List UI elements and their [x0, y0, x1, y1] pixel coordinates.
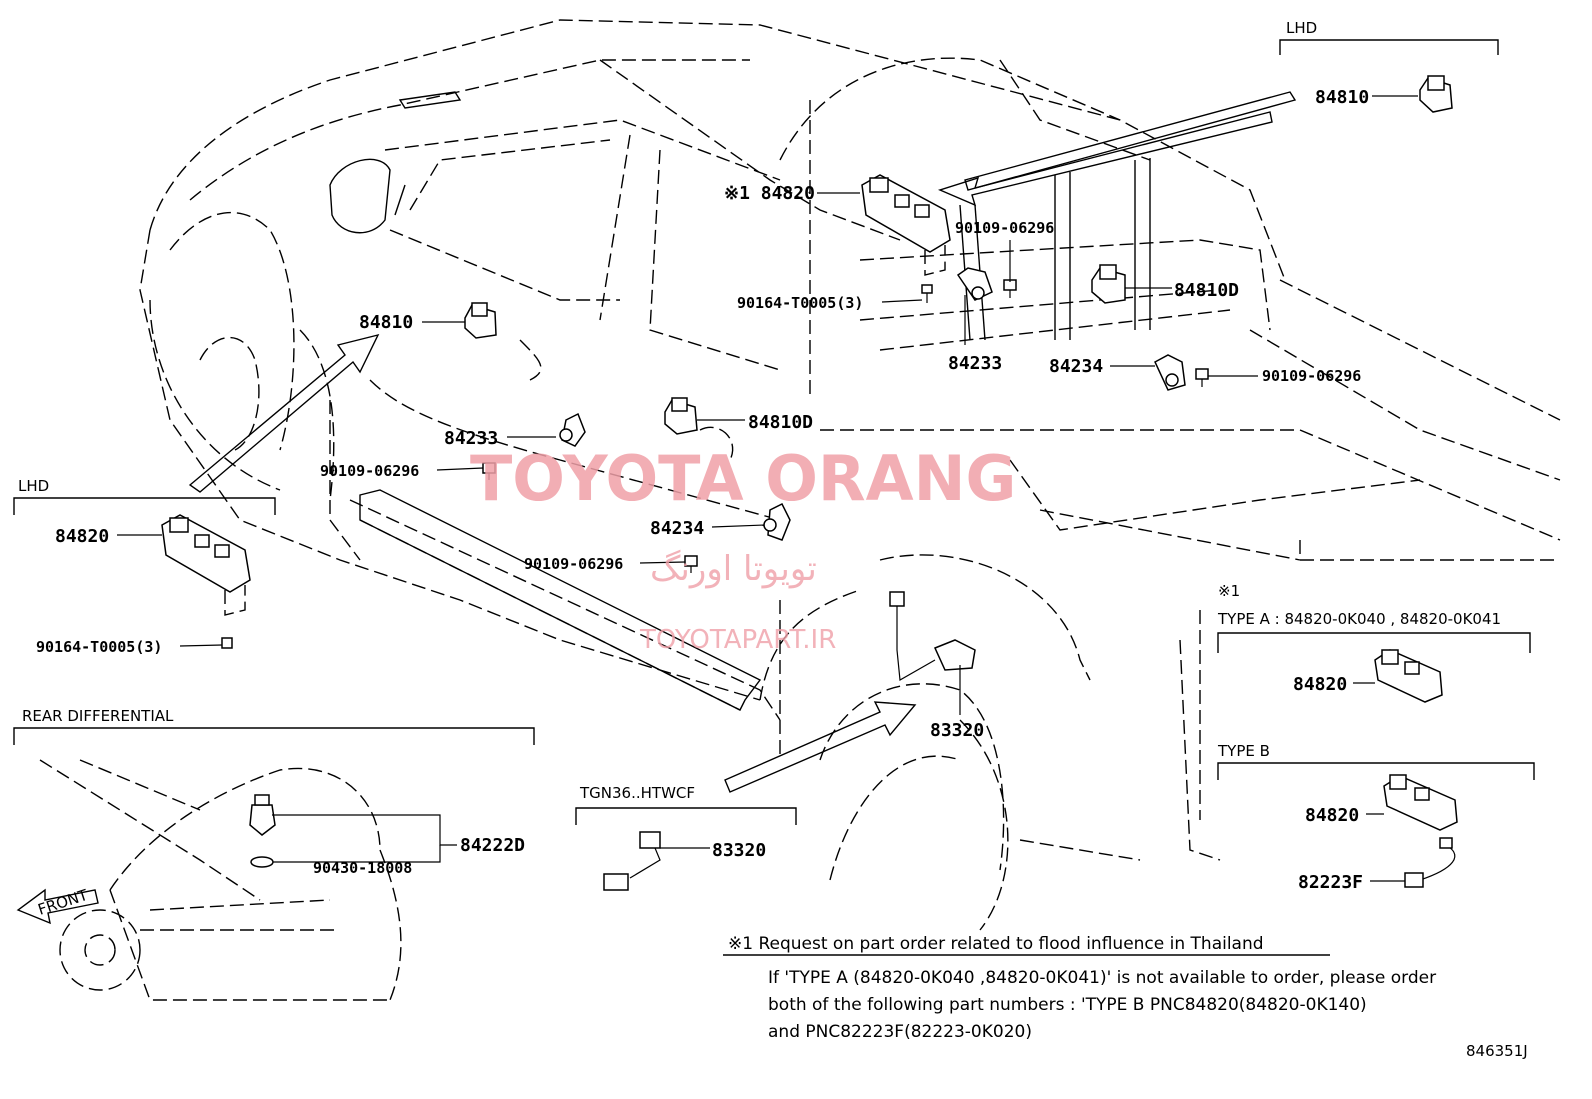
callout-84810-door: 84810 [359, 312, 413, 333]
arrow-83320 [724, 701, 917, 793]
note-line-1: If 'TYPE A (84820-0K040 ,84820-0K041)' i… [768, 968, 1436, 988]
callout-84234-a: 84234 [1049, 356, 1103, 377]
screw-icon [921, 284, 933, 303]
diagram-id: 846351J [1466, 1042, 1528, 1060]
callout-84820-type-b: 84820 [1305, 805, 1359, 826]
master-switch-icon [1374, 649, 1443, 703]
callout-83320-b: 83320 [712, 840, 766, 861]
watermark-farsi: تویوتا اورنگ [650, 549, 817, 589]
callout-84820-lhd: 84820 [55, 526, 109, 547]
callout-90164-a: 90164-T0005(3) [737, 294, 863, 312]
callout-90109-a: 90109-06296 [955, 219, 1054, 237]
fuel-sender-icon [889, 591, 976, 681]
header-tgn36: TGN36..HTWCF [579, 784, 695, 802]
header-lhd-left: LHD [18, 477, 49, 495]
group-brackets [13, 39, 1535, 956]
parts [16, 75, 1458, 1001]
rear-differential [39, 759, 402, 1001]
arrow-lhd-top [937, 111, 1273, 207]
callout-90109-d: 90109-06296 [524, 555, 623, 573]
courtesy-switch-icon [763, 502, 791, 541]
arrow-lhd-left [188, 333, 380, 493]
group-headers: LHD LHD REAR DIFFERENTIAL TGN36..HTWCF ※… [18, 19, 1501, 802]
callout-84810d-b: 84810D [748, 412, 813, 433]
watermark-main: TOYOTA ORANG [470, 442, 1016, 515]
header-type-a: TYPE A : 84820-0K040 , 84820-0K041 [1217, 610, 1501, 628]
callout-82223f: 82223F [1298, 872, 1363, 893]
callout-84233-a: 84233 [948, 353, 1002, 374]
window-switch-icon [464, 302, 497, 339]
part-callouts: 84810 ※1 84820 90109-06296 90164-T0005(3… [36, 87, 1370, 919]
master-switch-icon [861, 174, 951, 276]
callout-90109-b: 90109-06296 [1262, 367, 1361, 385]
callout-84233-b: 84233 [444, 428, 498, 449]
flood-note: ※1 Request on part order related to floo… [728, 934, 1436, 1042]
watermark-site: TOYOTAPART.IR [639, 625, 836, 655]
note-line-3: and PNC82223F(82223-0K020) [768, 1022, 1032, 1042]
header-type-b: TYPE B [1217, 742, 1270, 760]
callout-83320-a: 83320 [930, 720, 984, 741]
callout-84222d: 84222D [460, 835, 525, 856]
callout-90430: 90430-18008 [313, 859, 412, 877]
courtesy-switch-icon [1154, 354, 1186, 391]
callout-90164-b: 90164-T0005(3) [36, 638, 162, 656]
master-switch-icon [161, 514, 251, 649]
wire-harness-icon [1404, 837, 1456, 888]
fuel-sender-icon [603, 831, 661, 891]
arrows [188, 111, 1273, 793]
watermark: TOYOTA ORANG تویوتا اورنگ TOYOTAPART.IR [470, 442, 1016, 655]
master-switch-icon [1383, 774, 1458, 831]
window-switch-icon [1091, 264, 1126, 304]
callout-84810-lhd-top: 84810 [1315, 87, 1369, 108]
screw-icon [684, 555, 698, 573]
note-line-2: both of the following part numbers : 'TY… [768, 995, 1367, 1015]
callout-90109-c: 90109-06296 [320, 462, 419, 480]
courtesy-switch-icon [956, 267, 993, 301]
callout-84234-b: 84234 [650, 518, 704, 539]
callout-84820-type-a: 84820 [1293, 674, 1347, 695]
header-lhd-top: LHD [1286, 19, 1317, 37]
callout-84810d-a: 84810D [1174, 280, 1239, 301]
note-heading: ※1 Request on part order related to floo… [728, 934, 1264, 954]
courtesy-switch-icon [559, 412, 586, 447]
front-arrow-icon [16, 888, 99, 925]
window-switch-icon [1419, 75, 1453, 113]
callout-84820-note: ※1 84820 [724, 183, 815, 204]
header-note-mark: ※1 [1218, 582, 1240, 600]
screw-icon [1003, 279, 1017, 298]
screw-icon [1195, 368, 1209, 387]
header-rear-differential: REAR DIFFERENTIAL [22, 707, 174, 725]
window-switch-icon [664, 397, 698, 435]
leader-lines [117, 95, 1418, 882]
